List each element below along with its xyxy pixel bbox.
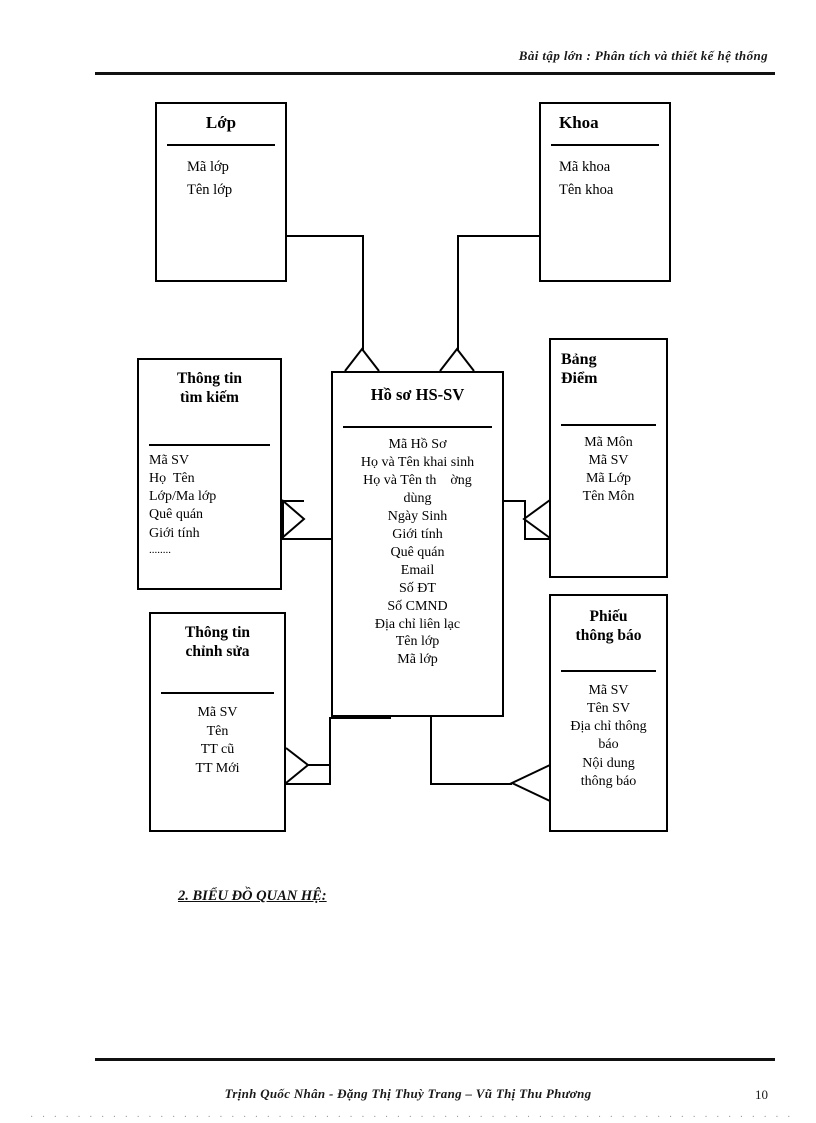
line-phieu-h	[430, 783, 512, 785]
entity-box-phieu-thong-bao: Phiếu thông báo Mã SV Tên SV Địa chỉ thô…	[549, 594, 668, 832]
attr: Mã lớp	[397, 652, 438, 668]
entity-attrs-khoa: Mã khoa Tên khoa	[541, 146, 669, 201]
line-bangdiem-h	[503, 500, 526, 502]
line-bangdiem-v	[524, 500, 526, 540]
attr: Số CMND	[387, 598, 448, 614]
entity-title-khoa: Khoa	[559, 113, 599, 132]
attr: Nội dung	[582, 755, 635, 771]
entity-attrs-tim-kiem: Mã SV Họ Tên Lớp/Ma lớp Quê quán Giới tí…	[139, 446, 280, 557]
attr: Tên lớp	[187, 181, 233, 198]
line-timkiem-h	[282, 500, 304, 502]
entity-title-chinh-sua: Thông tin chỉnh sửa	[151, 614, 284, 662]
line-chinhsua-v	[329, 717, 331, 785]
line-phieu-v	[430, 715, 432, 783]
attr: TT Mới	[195, 761, 240, 777]
attr: Tên Môn	[582, 489, 635, 505]
title-line-1: Thông tin	[184, 624, 251, 641]
attr: Tên khoa	[559, 181, 614, 198]
entity-title-hoso: Hồ sơ HS-SV	[370, 385, 465, 404]
attr: Địa chỉ liên lạc	[374, 616, 461, 632]
attr: báo	[598, 737, 619, 753]
attr: Quê quán	[149, 507, 204, 523]
attr: Email	[400, 562, 435, 578]
attr: Mã khoa	[559, 159, 611, 176]
attr: thông báo	[580, 773, 637, 789]
attr: Giới tính	[149, 525, 200, 541]
entity-title-bang-diem: Bảng Điểm	[551, 340, 666, 388]
entity-box-bang-diem: Bảng Điểm Mã Môn Mã SV Mã Lớp Tên Môn	[549, 338, 668, 578]
title-line-1: Thông tin	[176, 370, 243, 387]
entity-divider	[167, 144, 275, 147]
title-line-2: Điểm	[561, 370, 598, 388]
line-timkiem-h2	[282, 538, 331, 540]
attr: Số ĐT	[399, 580, 436, 596]
entity-title-phieu: Phiếu thông báo	[551, 596, 666, 646]
attr: Mã SV	[149, 452, 190, 468]
bottom-dot-row: · · · · · · · · · · · · · · · · · · · · …	[30, 1112, 790, 1123]
entity-attrs-hoso: Mã Hồ Sơ Họ và Tên khai sinh Họ và Tên t…	[333, 428, 502, 669]
entity-divider	[161, 691, 274, 694]
title-line-1: Phiếu	[589, 608, 628, 625]
title-line-1: Bảng	[561, 351, 597, 368]
attr: dùng	[403, 491, 432, 507]
entity-divider	[551, 144, 659, 147]
section-caption: 2. BIỂU ĐỒ QUAN HỆ:	[178, 888, 327, 904]
entity-divider	[149, 443, 270, 446]
entity-attrs-lop: Mã lớp Tên lớp	[157, 146, 285, 201]
attr: Tên SV	[586, 701, 631, 716]
entity-box-thong-tin-tim-kiem: Thông tin tìm kiếm Mã SV Họ Tên Lớp/Ma l…	[137, 358, 282, 590]
title-line-2: thông báo	[575, 626, 642, 644]
attr: Tên lớp	[395, 634, 440, 650]
line-khoa-v	[457, 235, 459, 351]
attr: Mã lớp	[187, 159, 229, 176]
attr: Họ và Tên khai sinh	[360, 455, 475, 471]
entity-title-tim-kiem: Thông tin tìm kiếm	[139, 360, 280, 408]
page-header-text: Bài tập lớn : Phân tích và thiết kế hệ t…	[518, 48, 768, 63]
attr: Tên	[206, 723, 229, 739]
attr: Địa chỉ thông	[570, 719, 647, 735]
attr: Mã Môn	[584, 435, 633, 451]
attr: Ngày Sinh	[387, 509, 448, 525]
attr: Họ và Tên th ờng	[363, 473, 472, 489]
entity-box-hoso: Hồ sơ HS-SV Mã Hồ Sơ Họ và Tên khai sinh…	[331, 371, 504, 717]
attr: Giới tính	[392, 527, 443, 542]
line-chinhsua-h2	[329, 717, 391, 719]
attr: Họ Tên	[149, 471, 195, 486]
entity-divider	[561, 669, 656, 672]
entity-divider	[561, 424, 656, 427]
line-khoa-h	[457, 235, 541, 237]
entity-attrs-phieu: Mã SV Tên SV Địa chỉ thông báo Nội dung …	[551, 672, 666, 791]
line-timkiem-v	[282, 500, 284, 540]
title-line-2: tìm kiếm	[180, 388, 239, 406]
entity-box-thong-tin-chinh-sua: Thông tin chỉnh sửa Mã SV Tên TT cũ TT M…	[149, 612, 286, 832]
entity-box-lop: Lớp Mã lớp Tên lớp	[155, 102, 287, 282]
header-rule	[95, 72, 775, 75]
footer-authors: Trịnh Quốc Nhân - Đặng Thị Thuỳ Trang – …	[224, 1086, 592, 1101]
attr: Mã SV	[588, 453, 629, 469]
title-line-2: chỉnh sửa	[185, 642, 250, 660]
attr: ........	[149, 543, 171, 556]
entity-box-khoa: Khoa Mã khoa Tên khoa	[539, 102, 671, 282]
footer-rule	[95, 1058, 775, 1061]
attr: Mã SV	[197, 704, 238, 720]
entity-attrs-chinh-sua: Mã SV Tên TT cũ TT Mới	[151, 694, 284, 779]
page-number: 10	[755, 1087, 768, 1102]
line-bangdiem-h2	[524, 538, 550, 540]
line-chinhsua-h	[286, 783, 331, 785]
entity-title-lop: Lớp	[205, 113, 237, 132]
attr: Mã Hồ Sơ	[388, 437, 447, 453]
line-lop-v	[362, 235, 364, 351]
attr: TT cũ	[200, 742, 235, 758]
attr: Lớp/Ma lớp	[149, 489, 217, 505]
attr: Mã SV	[588, 682, 629, 698]
attr: Mã Lớp	[585, 471, 632, 487]
attr: Quê quán	[390, 544, 445, 560]
line-lop-h	[286, 235, 364, 237]
entity-divider	[343, 426, 492, 429]
entity-attrs-bang-diem: Mã Môn Mã SV Mã Lớp Tên Môn	[551, 426, 666, 506]
